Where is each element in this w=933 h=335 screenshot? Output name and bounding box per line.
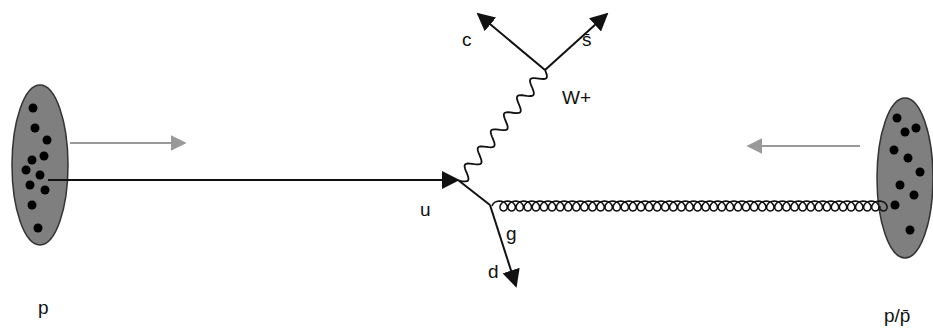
quark-label: d (488, 262, 499, 281)
quark-label: c (462, 30, 472, 49)
quark-line (48, 179, 458, 181)
beam-arrow (748, 145, 860, 147)
quark-line (478, 14, 545, 70)
proton-left (12, 85, 68, 245)
w-boson (460, 70, 547, 181)
quark-line (458, 180, 490, 205)
proton-right (877, 98, 933, 258)
quark-line (545, 14, 607, 70)
boson-label: W+ (562, 88, 591, 107)
gluon (492, 201, 887, 211)
gluon-label: g (506, 224, 517, 243)
beam-arrow (70, 142, 185, 144)
antiquark-label: s̄ (582, 30, 592, 49)
quark-label: u (420, 200, 431, 219)
partons (22, 104, 925, 235)
particle-label: p/p̄ (884, 306, 910, 325)
particle-label: p (38, 298, 49, 317)
